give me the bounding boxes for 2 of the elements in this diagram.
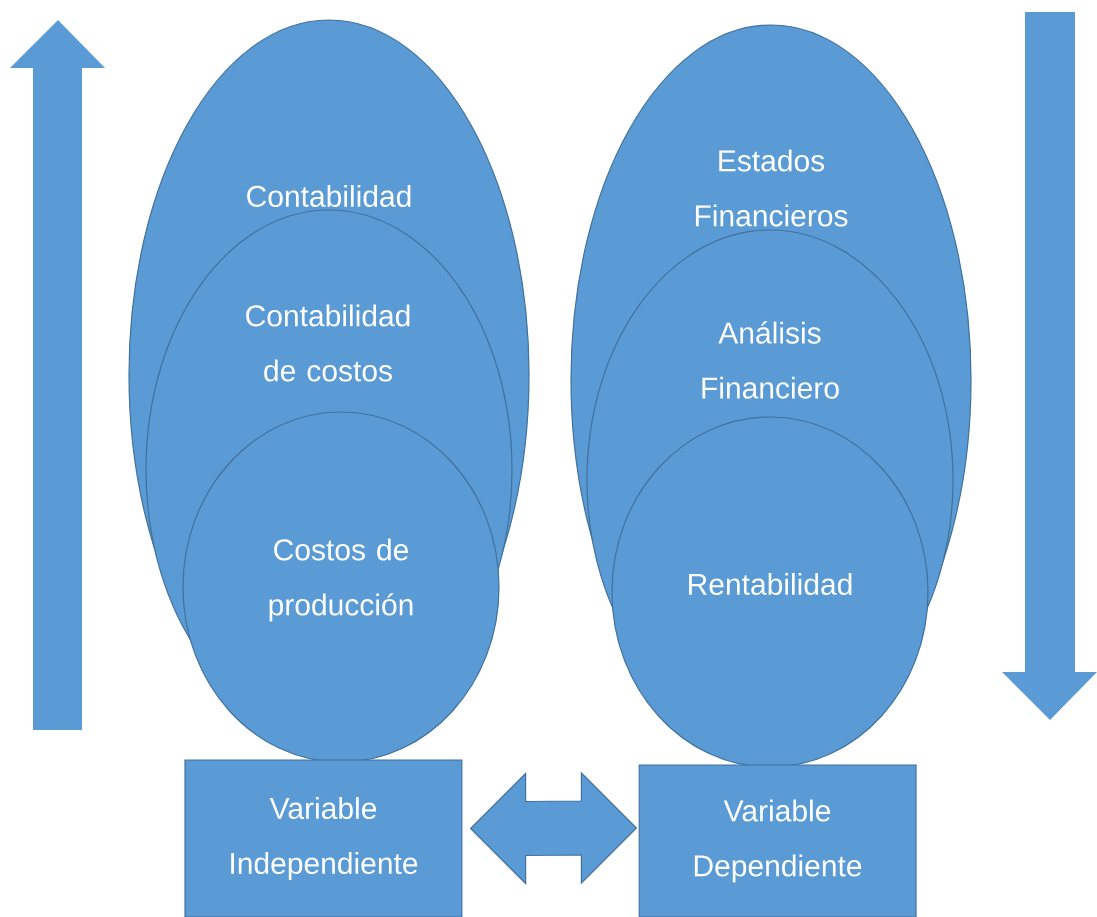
variable-box: Variable Dependiente [638, 764, 917, 917]
variable-box: Variable Independiente [184, 759, 463, 917]
